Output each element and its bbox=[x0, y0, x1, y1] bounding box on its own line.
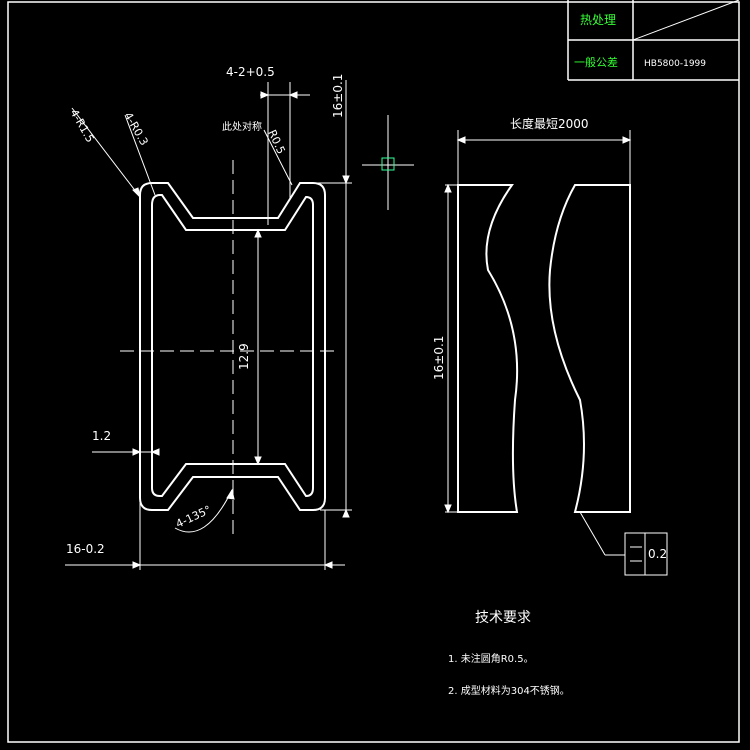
side-view-dimensions bbox=[444, 130, 668, 576]
dim-inner-height: 12.9 bbox=[237, 343, 251, 370]
dim-symmetric: 此处对称 bbox=[222, 120, 262, 133]
note-item-2: 2. 成型材料为304不锈钢。 bbox=[448, 684, 570, 697]
dim-height-front: 16±0.1 bbox=[331, 74, 345, 118]
dim-width: 16-0.2 bbox=[66, 542, 105, 556]
tolerance-value: 0.2 bbox=[648, 547, 667, 561]
front-view-dimensions bbox=[65, 80, 352, 570]
dim-r0-5: R0.5 bbox=[265, 128, 287, 156]
profile-outer bbox=[139, 182, 326, 511]
crosshair-cursor-icon bbox=[362, 157, 414, 171]
side-view-left-part bbox=[457, 184, 519, 513]
technical-notes: 技术要求 1. 未注圆角R0.5。 2. 成型材料为304不锈钢。 bbox=[448, 610, 570, 697]
title-block: 热处理 一般公差 HB5800-1999 bbox=[567, 0, 740, 81]
dim-r0-3: 4-R0.3 bbox=[121, 110, 150, 148]
general-tolerance-label: 一般公差 bbox=[574, 55, 618, 69]
note-item-1: 1. 未注圆角R0.5。 bbox=[448, 652, 534, 665]
dim-angle: 4-135° bbox=[174, 503, 213, 531]
heat-treatment-label: 热处理 bbox=[580, 13, 616, 27]
notes-heading: 技术要求 bbox=[475, 610, 531, 626]
dim-length: 长度最短2000 bbox=[510, 116, 589, 131]
centerlines bbox=[120, 115, 389, 540]
side-view bbox=[457, 184, 631, 513]
drawing-frame bbox=[7, 1, 740, 743]
front-view bbox=[139, 182, 326, 511]
dim-wall: 1.2 bbox=[92, 429, 111, 443]
dim-slot-width: 4-2+0.5 bbox=[226, 65, 275, 79]
profile-inner bbox=[151, 194, 314, 498]
standard-label: HB5800-1999 bbox=[644, 59, 706, 69]
dim-height-side: 16±0.1 bbox=[432, 336, 446, 380]
dim-r1-5: 4-R1.5 bbox=[67, 107, 96, 145]
side-view-right-part bbox=[548, 184, 631, 513]
